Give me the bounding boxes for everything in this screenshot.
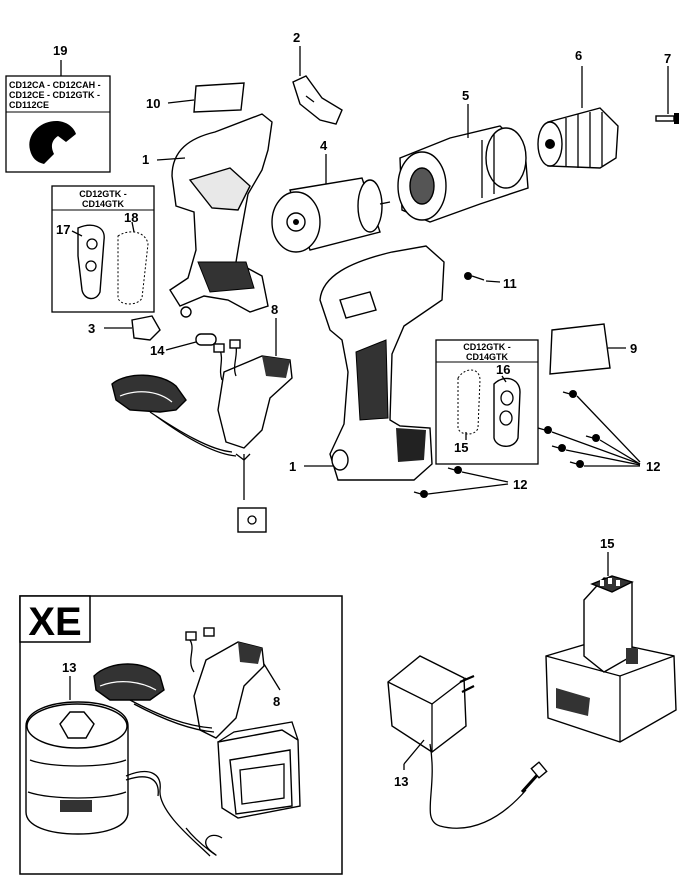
part-number-8a: 8 <box>271 302 278 317</box>
brand-logo-icon <box>29 120 76 164</box>
housing-half-1-upper <box>169 113 273 318</box>
label-box-19-line1: CD12CA - CD12CAH - <box>9 80 101 90</box>
switch-assembly-8 <box>111 339 293 533</box>
box-17-18-line2: CD14GTK <box>82 199 125 209</box>
box-15-16-line1: CD12GTK - <box>463 342 511 352</box>
part-number-15b: 15 <box>600 536 614 551</box>
transformer-13 <box>217 721 301 819</box>
part-number-15a: 15 <box>454 440 468 455</box>
label-sticker-10 <box>193 82 245 113</box>
part-number-9: 9 <box>630 341 637 356</box>
gearbox-5 <box>397 125 529 223</box>
grip-label-15 <box>457 369 481 435</box>
label-box-17-18: CD12GTK - CD14GTK <box>51 185 155 313</box>
part-number-11: 11 <box>503 276 517 291</box>
part-number-12a: 12 <box>646 459 660 474</box>
label-box-19-line3: CD112CE <box>9 100 49 110</box>
leader-lines-12 <box>427 395 641 495</box>
part-number-6: 6 <box>575 48 582 63</box>
screw-11 <box>464 272 485 281</box>
motor-4 <box>271 177 391 253</box>
clip-3 <box>131 315 161 341</box>
part-number-2: 2 <box>293 30 300 45</box>
grip-insert-17 <box>77 224 105 300</box>
wall-charger-13 <box>387 655 548 829</box>
part-number-14: 14 <box>150 343 165 358</box>
part-number-16: 16 <box>496 362 510 377</box>
box-15-16-line2: CD14GTK <box>466 352 509 362</box>
label-sticker-9 <box>549 323 611 375</box>
battery-pack-15 <box>545 575 677 743</box>
label-box-19: CD12CA - CD12CAH - CD12CE - CD12GTK - CD… <box>5 60 111 173</box>
part-number-1b: 1 <box>289 459 296 474</box>
part-number-12b: 12 <box>513 477 527 492</box>
switch-assembly-8-xe <box>93 627 265 739</box>
part-number-1a: 1 <box>142 152 149 167</box>
part-number-8b: 8 <box>273 694 280 709</box>
part-number-4: 4 <box>320 138 328 153</box>
grip-label-18 <box>117 231 149 305</box>
xe-title: XE <box>28 600 81 644</box>
chuck-6 <box>537 107 619 169</box>
part-number-19: 19 <box>53 43 67 58</box>
housing-half-1-lower <box>319 245 445 481</box>
part-number-5: 5 <box>462 88 469 103</box>
part-number-3: 3 <box>88 321 95 336</box>
part-number-13b: 13 <box>394 774 408 789</box>
box-17-18-line1: CD12GTK - <box>79 189 127 199</box>
xe-kit-box: XE 13 <box>19 595 343 875</box>
part-number-18: 18 <box>124 210 138 225</box>
part-number-13a: 13 <box>62 660 76 675</box>
direction-switch-2 <box>292 75 343 125</box>
connector-8 <box>237 507 267 533</box>
component-14 <box>195 333 217 346</box>
screw-set-12 <box>413 390 600 498</box>
part-number-17: 17 <box>56 222 70 237</box>
charger-base-13 <box>25 701 223 857</box>
screw-7 <box>655 113 679 124</box>
part-number-7: 7 <box>664 51 671 66</box>
label-box-15-16: CD12GTK - CD14GTK <box>435 339 539 465</box>
part-number-10: 10 <box>146 96 160 111</box>
grip-insert-16 <box>493 377 521 447</box>
label-box-19-line2: CD12CE - CD12GTK - <box>9 90 100 100</box>
